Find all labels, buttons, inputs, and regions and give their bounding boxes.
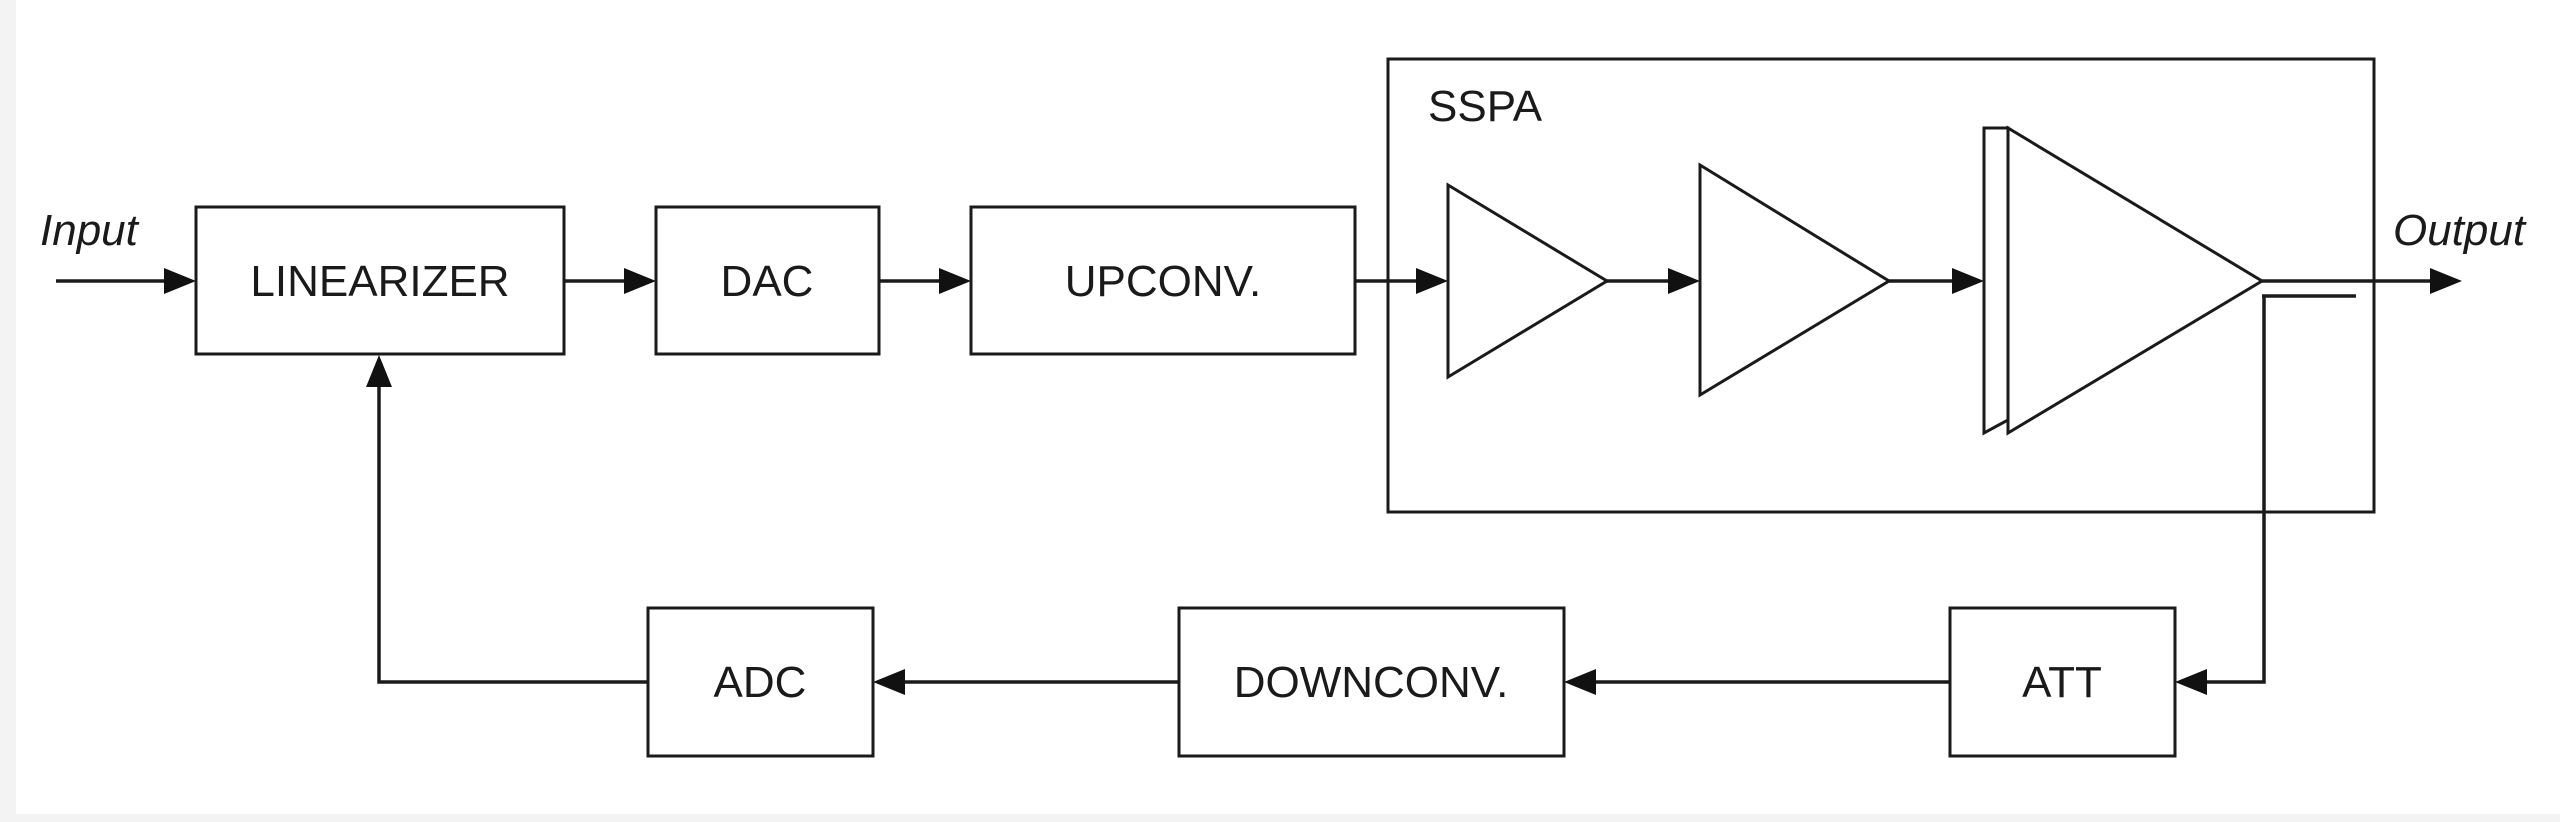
left-margin	[0, 0, 16, 822]
bottom-margin	[0, 814, 2560, 822]
att-block	[1948, 606, 2177, 758]
adc-to-linearizer-arrowhead	[366, 355, 392, 387]
coupler-to-att-wire	[2204, 296, 2266, 684]
linearizer-label: LINEARIZER	[250, 257, 509, 306]
amp1-to-amp2-arrowhead	[1668, 268, 1700, 294]
upconv-label: UPCONV.	[1065, 257, 1261, 306]
amplifier-stage-2	[1698, 162, 1892, 398]
output-arrowhead	[2430, 268, 2462, 294]
dac-block	[654, 205, 881, 356]
amplifier-stage-3-front	[2006, 125, 2265, 436]
upconv-block	[969, 205, 1357, 356]
downconv-label: DOWNCONV.	[1234, 658, 1509, 707]
input-label: Input	[40, 206, 140, 255]
att-label: ATT	[2022, 658, 2102, 707]
linearizer-block	[194, 205, 566, 356]
adc-block	[646, 606, 875, 758]
output-label: Output	[2393, 206, 2527, 255]
sspa-label: SSPA	[1428, 82, 1543, 131]
adc-to-linearizer-wire	[377, 385, 648, 684]
downconv-block	[1177, 606, 1566, 758]
amplifier-stage-3-back	[1982, 126, 2010, 436]
dac-to-upconv-arrowhead	[939, 268, 971, 294]
downconv-to-adc-arrowhead	[873, 669, 905, 695]
att-to-downconv-arrowhead	[1564, 669, 1596, 695]
dac-label: DAC	[721, 257, 814, 306]
coupler-to-att-arrowhead	[2175, 669, 2207, 695]
input-arrowhead	[164, 268, 196, 294]
sspa-enclosure	[1386, 57, 2376, 514]
upconv-to-amp1-arrowhead	[1416, 268, 1448, 294]
linearizer-to-dac-arrowhead	[624, 268, 656, 294]
amplifier-stage-1	[1446, 182, 1610, 380]
adc-label: ADC	[714, 658, 807, 707]
amp2-to-amp3-arrowhead	[1952, 268, 1984, 294]
